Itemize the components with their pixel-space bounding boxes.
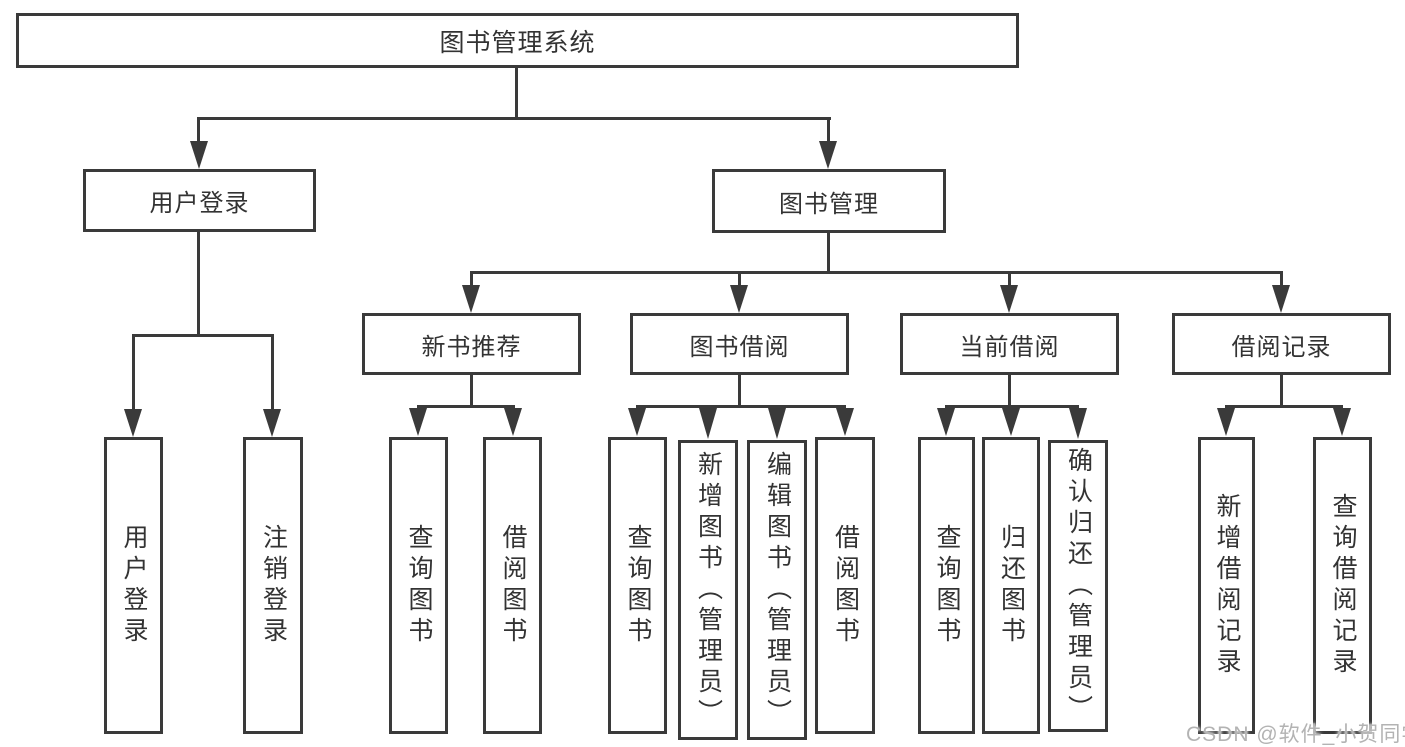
down-arrowhead	[937, 408, 955, 436]
connector-bookmgmt-down	[827, 233, 830, 274]
down-arrowhead	[462, 285, 480, 313]
connector-level3-shaft	[1280, 271, 1283, 287]
down-arrowhead	[699, 408, 717, 439]
connector-leaf-shaft	[132, 334, 135, 410]
leaf-confirm-return-admin-label: 确认归还（管理员）	[1064, 446, 1093, 726]
node-book-management-branch: 图书管理	[712, 169, 946, 233]
node-new-book-recommend: 新书推荐	[362, 313, 581, 375]
leaf-query-book-3: 查询图书	[918, 437, 975, 734]
leaf-logout-label: 注销登录	[259, 523, 288, 648]
down-arrowhead	[1069, 408, 1087, 439]
leaf-add-book-admin: 新增图书（管理员）	[678, 440, 738, 740]
leaf-return-book: 归还图书	[982, 437, 1040, 734]
connector-currentborrow-down	[1008, 375, 1011, 408]
leaf-user-login-label: 用户登录	[120, 523, 148, 648]
leaf-add-book-admin-label: 新增图书（管理员）	[694, 450, 723, 730]
node-current-borrow-label: 当前借阅	[959, 333, 1060, 361]
down-arrowhead	[836, 408, 854, 436]
leaf-query-book-1: 查询图书	[389, 437, 448, 734]
connector-level3-shaft	[1008, 271, 1011, 287]
connector-newbook-down	[470, 375, 473, 408]
node-root: 图书管理系统	[16, 13, 1019, 68]
down-arrowhead	[628, 408, 646, 436]
connector-records-down	[1280, 375, 1283, 408]
node-root-label: 图书管理系统	[439, 28, 596, 57]
leaf-query-book-1-label: 查询图书	[405, 523, 433, 648]
down-arrowhead	[1333, 408, 1351, 436]
connector-bookborrow-hline	[636, 405, 846, 408]
down-arrowhead	[504, 408, 522, 436]
leaf-return-book-label: 归还图书	[997, 523, 1026, 648]
csdn-watermark: CSDN @软件_小贺同学	[1186, 723, 1405, 746]
leaf-edit-book-admin: 编辑图书（管理员）	[747, 440, 807, 740]
down-arrowhead	[124, 409, 142, 437]
leaf-query-book-3-label: 查询图书	[933, 523, 961, 648]
leaf-borrow-book-2-label: 借阅图书	[831, 523, 860, 648]
down-arrowhead	[409, 408, 427, 436]
connector-root-hline	[197, 117, 831, 120]
leaf-logout: 注销登录	[243, 437, 303, 734]
connector-userlogin-shaft	[197, 117, 200, 145]
down-arrowhead	[263, 409, 281, 437]
leaf-borrow-book-1-label: 借阅图书	[499, 523, 527, 648]
connector-leaf-shaft	[271, 334, 274, 410]
connector-level3-shaft	[470, 271, 473, 287]
node-borrow-records: 借阅记录	[1172, 313, 1391, 375]
leaf-add-borrow-record: 新增借阅记录	[1198, 437, 1255, 734]
leaf-confirm-return-admin: 确认归还（管理员）	[1048, 440, 1108, 732]
node-current-borrow: 当前借阅	[900, 313, 1119, 375]
connector-userlogin-hline	[132, 334, 273, 337]
down-arrowhead	[730, 285, 748, 313]
down-arrowhead	[1272, 285, 1290, 313]
down-arrowhead	[1002, 408, 1020, 436]
connector-bookmgmt-hline	[470, 271, 1283, 274]
node-book-borrow-label: 图书借阅	[689, 333, 790, 361]
leaf-borrow-book-1: 借阅图书	[483, 437, 542, 734]
down-arrowhead	[819, 141, 837, 169]
connector-newbook-hline	[417, 405, 515, 408]
node-book-borrow: 图书借阅	[630, 313, 849, 375]
connector-root-stub	[515, 66, 518, 119]
leaf-borrow-book-2: 借阅图书	[815, 437, 875, 734]
node-user-login-branch-label: 用户登录	[149, 190, 250, 217]
down-arrowhead	[1000, 285, 1018, 313]
connector-userlogin-down	[197, 231, 200, 337]
leaf-edit-book-admin-label: 编辑图书（管理员）	[763, 450, 792, 730]
leaf-query-book-2-label: 查询图书	[624, 523, 652, 648]
node-new-book-recommend-label: 新书推荐	[421, 333, 522, 361]
leaf-query-borrow-record: 查询借阅记录	[1313, 437, 1372, 734]
connector-currentborrow-hline	[945, 405, 1079, 408]
node-book-management-branch-label: 图书管理	[779, 190, 879, 218]
leaf-query-borrow-record-label: 查询借阅记录	[1329, 492, 1357, 679]
down-arrowhead	[1217, 408, 1235, 436]
connector-level3-shaft	[738, 271, 741, 287]
node-user-login-branch: 用户登录	[83, 169, 316, 232]
node-borrow-records-label: 借阅记录	[1231, 333, 1332, 361]
down-arrowhead	[190, 141, 208, 169]
connector-records-hline	[1225, 405, 1343, 408]
down-arrowhead	[768, 408, 786, 439]
leaf-user-login: 用户登录	[104, 437, 163, 734]
connector-bookborrow-down	[738, 375, 741, 408]
leaf-add-borrow-record-label: 新增借阅记录	[1213, 492, 1241, 679]
leaf-query-book-2: 查询图书	[608, 437, 667, 734]
connector-bookmgmt-shaft	[827, 117, 830, 145]
